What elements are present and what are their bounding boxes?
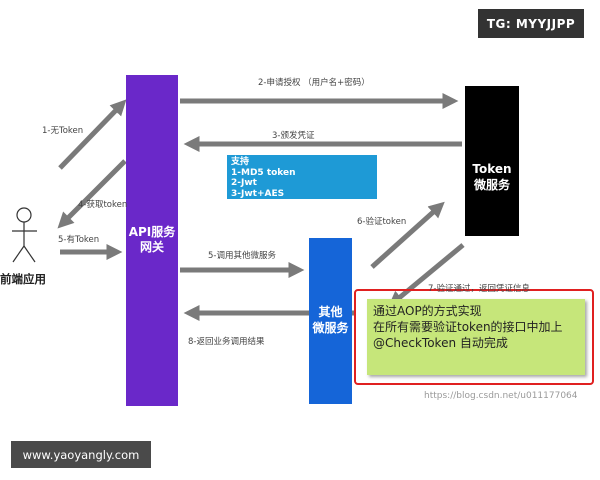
label-arrow-7: 7-验证通过，返回凭证信息: [428, 284, 530, 294]
arrow-7: [388, 243, 465, 308]
label-arrow-5: 5-有Token: [58, 235, 100, 245]
gateway-label-line1: API服务: [128, 225, 176, 239]
aop-line-1: 在所有需要验证token的接口中加上: [373, 320, 563, 334]
token-service-node: Token 微服务: [465, 86, 519, 236]
aop-note: 通过AOP的方式实现 在所有需要验证token的接口中加上 @CheckToke…: [367, 299, 585, 375]
support-line-3: 3-Jwt+AES: [231, 188, 285, 199]
gateway-label-line2: 网关: [139, 240, 164, 254]
aop-line-2: @CheckToken 自动完成: [373, 336, 508, 350]
blog-watermark: https://blog.csdn.net/u011177064: [424, 391, 578, 401]
other-label-line1: 其他: [318, 305, 343, 319]
label-arrow-4: 4-获取token: [78, 200, 128, 210]
support-line-2: 2-Jwt: [231, 178, 257, 188]
frontend-app-label: 前端应用: [0, 272, 46, 286]
arrow-1: [58, 99, 127, 170]
token-label-line1: Token: [472, 162, 512, 176]
aop-note-frame: 通过AOP的方式实现 在所有需要验证token的接口中加上 @CheckToke…: [354, 289, 594, 385]
other-service-node: 其他 微服务: [309, 238, 352, 404]
label-arrow-3: 3-颁发凭证: [272, 131, 315, 141]
token-label-line2: 微服务: [473, 178, 510, 192]
support-box: 支持 1-MD5 token 2-Jwt 3-Jwt+AES: [227, 155, 377, 199]
user-icon: [12, 207, 37, 263]
support-line-1: 1-MD5 token: [231, 167, 296, 178]
label-arrow-8: 8-返回业务调用结果: [188, 337, 265, 347]
arrow-6: [370, 201, 445, 269]
watermark-badge: TG: MYYJJPP: [478, 9, 584, 38]
label-arrow-1: 1-无Token: [42, 126, 84, 136]
label-arrow-5b: 5-调用其他微服务: [208, 251, 276, 261]
arrow-4: [57, 159, 127, 229]
label-arrow-6: 6-验证token: [357, 217, 407, 227]
site-watermark: www.yaoyangly.com: [11, 441, 151, 468]
api-gateway-node: API服务 网关: [126, 75, 178, 406]
aop-line-0: 通过AOP的方式实现: [373, 304, 482, 318]
other-label-line2: 微服务: [312, 321, 349, 335]
support-line-0: 支持: [231, 157, 250, 167]
label-arrow-2: 2-申请授权 （用户名+密码）: [258, 78, 370, 88]
